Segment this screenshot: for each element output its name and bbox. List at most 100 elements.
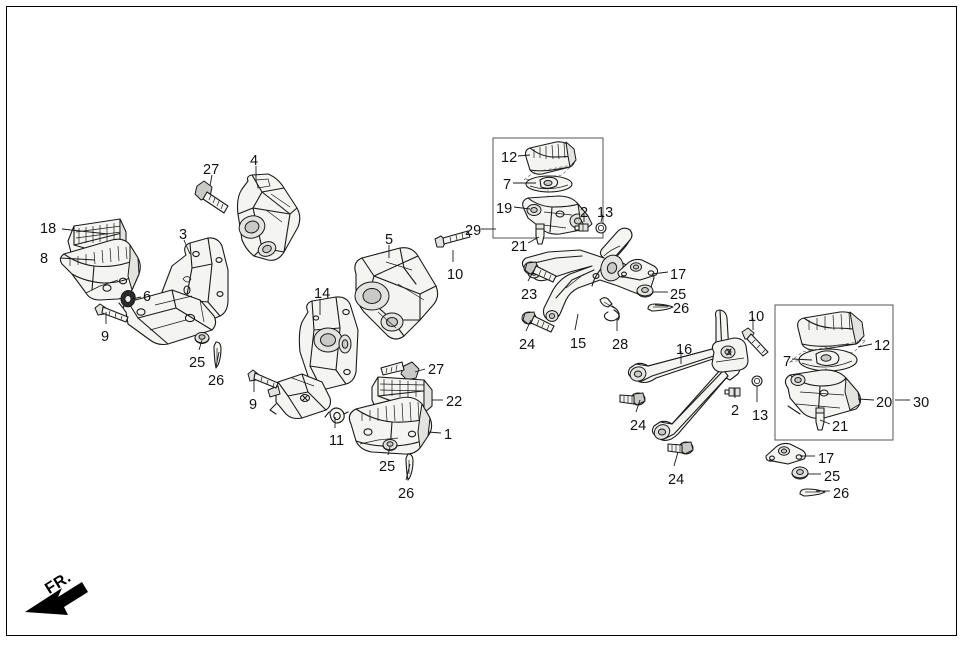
part-13-o-ring-b	[751, 375, 763, 387]
leader-line-27	[414, 368, 426, 373]
part-10-pivot-pin-short-a	[434, 230, 471, 248]
callout-number-25: 25	[189, 355, 206, 371]
callout-number-24: 24	[630, 418, 647, 434]
callout-number-20: 20	[876, 395, 893, 411]
part-21-pin-with-head-b	[815, 407, 825, 431]
leader-line-26	[654, 304, 671, 307]
leader-line-25	[198, 339, 203, 351]
callout-number-12: 12	[874, 338, 891, 354]
part-26-cotter-pin-d	[799, 488, 826, 497]
part-21-pin-with-head-a	[535, 223, 545, 245]
part-7-footpeg-spring-plate-b	[798, 348, 858, 372]
leader-line-6	[131, 296, 142, 300]
leader-line-3	[183, 239, 191, 255]
callout-number-14: 14	[314, 286, 331, 302]
arrow-down-left-icon	[25, 582, 88, 615]
part-27-hex-flange-bolt-a	[194, 180, 229, 214]
leader-line-24	[673, 451, 679, 467]
callout-number-2: 2	[580, 205, 589, 221]
leader-line-20	[857, 398, 875, 401]
callout-number-17: 17	[818, 451, 835, 467]
part-7-footpeg-spring-plate-a	[525, 175, 573, 193]
leader-line-15	[574, 313, 579, 331]
part-24-flange-bolt-short-c	[667, 441, 694, 455]
callout-number-27: 27	[203, 162, 220, 178]
leader-line-23	[527, 269, 535, 282]
callout-number-17: 17	[670, 267, 687, 283]
part-8-footrest-assembly-left	[59, 238, 141, 301]
callout-number-27: 27	[428, 362, 445, 378]
callout-number-25: 25	[670, 287, 687, 303]
callout-number-19: 19	[496, 201, 513, 217]
callout-number-18: 18	[40, 221, 57, 237]
part-11-torsion-spring	[324, 407, 349, 424]
callout-number-23: 23	[521, 287, 538, 303]
leader-line-25	[387, 446, 391, 456]
part-9-pivot-pin-a	[94, 303, 129, 323]
callout-number-26: 26	[398, 486, 415, 502]
part-28-return-spring	[599, 297, 620, 322]
part-14-bracket-rear-plate	[267, 296, 359, 420]
callout-number-2: 2	[731, 403, 740, 419]
part-24-flange-bolt-short-b	[619, 392, 646, 406]
leader-line-12	[517, 154, 531, 157]
leader-line-1	[427, 431, 442, 434]
callout-number-25: 25	[379, 459, 396, 475]
callout-number-13: 13	[752, 408, 769, 424]
callout-leader-lines	[59, 154, 910, 492]
callout-number-5: 5	[385, 232, 394, 248]
callout-number-4: 4	[250, 153, 259, 169]
part-24-flange-bolt-short-a	[521, 311, 555, 333]
inset-box-30	[774, 304, 894, 441]
leader-line-19	[513, 206, 531, 210]
callout-number-26: 26	[833, 486, 850, 502]
callout-number-25: 25	[824, 469, 841, 485]
callout-number-29: 29	[465, 223, 482, 239]
callout-number-22: 22	[446, 394, 463, 410]
leader-line-24	[635, 399, 641, 413]
callout-number-30: 30	[913, 395, 930, 411]
part-25-washer-b	[382, 439, 398, 451]
part-23-flange-bolt-long	[523, 261, 557, 283]
callout-number-7: 7	[503, 177, 512, 193]
callout-number-10: 10	[748, 309, 765, 325]
leader-line-26	[215, 351, 220, 368]
leader-line-21	[527, 236, 540, 244]
callout-number-15: 15	[570, 336, 587, 352]
part-13-o-ring-a	[595, 222, 607, 234]
part-17-mount-plate-triangular-a	[617, 258, 659, 281]
leader-line-27	[209, 174, 213, 187]
callout-number-10: 10	[447, 267, 464, 283]
leader-line-18	[61, 228, 109, 235]
leader-line-17	[651, 271, 669, 275]
part-2-clip-pin-small-b	[724, 387, 741, 397]
part-25-washer-a	[194, 332, 210, 344]
part-9-pivot-pin-b	[247, 369, 279, 389]
leader-line-7	[791, 358, 813, 361]
leader-line-24	[525, 319, 532, 332]
leader-line-8	[59, 257, 96, 261]
callout-number-21: 21	[511, 239, 528, 255]
part-3-bracket-left-main	[122, 237, 229, 346]
leader-line-13	[600, 213, 604, 223]
callout-number-6: 6	[143, 289, 152, 305]
callout-number-12: 12	[501, 150, 518, 166]
callout-number-16: 16	[676, 342, 693, 358]
part-26-cotter-pin-a	[213, 341, 222, 369]
callout-number-26: 26	[208, 373, 225, 389]
diagram-border-frame	[6, 6, 957, 636]
callout-number-28: 28	[612, 337, 629, 353]
callout-number-26: 26	[673, 301, 690, 317]
part-10-pivot-pin-short-b	[741, 327, 769, 357]
part-17-mount-plate-triangular-b	[765, 442, 807, 465]
callout-number-3: 3	[179, 227, 188, 243]
part-12-footpeg-rubber-cover-a	[524, 141, 577, 175]
leader-line-21	[819, 419, 831, 425]
callout-number-24: 24	[519, 337, 536, 353]
part-2-clip-pin-small-a	[574, 223, 589, 232]
inset-box-29	[492, 137, 604, 239]
leader-line-12	[857, 343, 873, 348]
callout-number-21: 21	[832, 419, 849, 435]
part-6-bushing-collar	[118, 290, 136, 309]
